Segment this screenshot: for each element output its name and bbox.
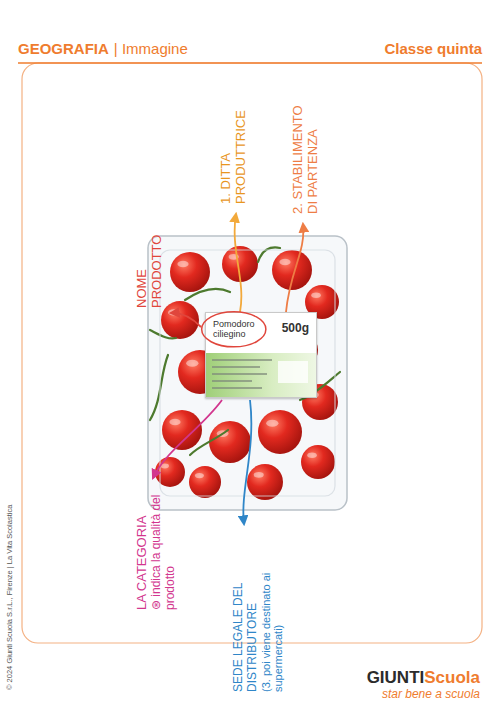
- tomatoes: [150, 246, 340, 500]
- fine-print-line: [212, 373, 267, 375]
- tomato-stem: [150, 330, 176, 338]
- tomato: [170, 252, 210, 292]
- fine-print-line: [278, 361, 308, 383]
- tomato: [247, 464, 283, 500]
- tomato-highlight: [195, 473, 204, 478]
- callout-note: (3. poi viene destinato ai supermercati): [259, 532, 284, 692]
- rotated-callout: 2. STABILIMENTO DI PARTENZA: [291, 90, 321, 214]
- class-level: Classe quinta: [384, 40, 482, 57]
- tomato-stem: [190, 430, 228, 455]
- copyright-note: © 2024 Giunti Scuola S.r.L., Firenze | L…: [6, 430, 15, 690]
- tomato-highlight: [311, 292, 321, 297]
- fine-print-line: [212, 387, 262, 389]
- tomato: [189, 466, 221, 498]
- tomato-stem: [150, 355, 168, 420]
- fine-print-line: [212, 359, 272, 361]
- brand-name: GIUNTI: [367, 668, 425, 688]
- publisher-logo: GIUNTIScuolastar bene a scuola: [367, 668, 480, 701]
- product-name: Pomodoro ciliegino: [213, 319, 265, 340]
- brand-name: Scuola: [424, 668, 480, 688]
- callout-note: ⊛ indica la qualità del prodotto: [150, 486, 178, 610]
- callout-label: 1. DITTA PRODUTTRICE: [219, 92, 249, 204]
- rotated-callout: © 2024 Giunti Scuola S.r.L., Firenze | L…: [6, 430, 15, 690]
- leader-arrow: [171, 313, 201, 327]
- callout-label: SEDE LEGALE DEL DISTRIBUTORE: [232, 532, 260, 692]
- product-label: Pomodoro ciliegino 500g: [205, 312, 317, 398]
- product-weight: 500g: [282, 321, 309, 335]
- tomato-stem: [185, 289, 230, 300]
- tomato: [258, 410, 302, 454]
- label-text-row: Pomodoro ciliegino 500g: [213, 319, 309, 340]
- rotated-callout: NOME PRODOTTO: [135, 224, 165, 308]
- tomato-highlight: [266, 420, 278, 427]
- tomato: [272, 250, 312, 290]
- name-highlight-ring: [202, 312, 266, 347]
- logo-row: GIUNTIScuola: [367, 668, 480, 688]
- tomato: [209, 421, 251, 463]
- rotated-callout: LA CATEGORIA⊛ indica la qualità del prod…: [135, 486, 178, 610]
- tomato-highlight: [177, 261, 188, 267]
- fine-print-line: [212, 366, 260, 368]
- tomato-highlight: [169, 419, 180, 425]
- leader-arrow: [235, 214, 242, 312]
- leader-arrow: [153, 400, 222, 478]
- tomato-highlight: [254, 472, 264, 478]
- callout-label: NOME PRODOTTO: [135, 224, 165, 308]
- tomato: [301, 445, 335, 479]
- callout-label: 2. STABILIMENTO DI PARTENZA: [291, 90, 321, 214]
- fine-print-line: [212, 380, 252, 382]
- tray-rim: [160, 250, 335, 496]
- header-right: Classe quinta: [384, 40, 482, 57]
- tomato-highlight: [307, 452, 317, 457]
- rotated-callout: 1. DITTA PRODUTTRICE: [219, 92, 249, 204]
- tomato-highlight: [279, 259, 290, 265]
- rotated-callout: SEDE LEGALE DEL DISTRIBUTORE(3. poi vien…: [232, 532, 285, 692]
- section-tag: | Immagine: [114, 40, 188, 57]
- header-rule: [18, 62, 482, 64]
- callout-label: LA CATEGORIA: [135, 486, 150, 610]
- page-frame: [22, 63, 482, 643]
- leader-arrow: [286, 224, 303, 312]
- leader-arrow: [243, 400, 251, 524]
- tomato: [162, 410, 202, 450]
- tomato-highlight: [186, 360, 198, 367]
- brand-tagline: star bene a scuola: [382, 688, 480, 702]
- subject-heading: GEOGRAFIA: [18, 40, 109, 57]
- label-band: [206, 353, 316, 397]
- header-left: GEOGRAFIA | Immagine: [18, 40, 188, 57]
